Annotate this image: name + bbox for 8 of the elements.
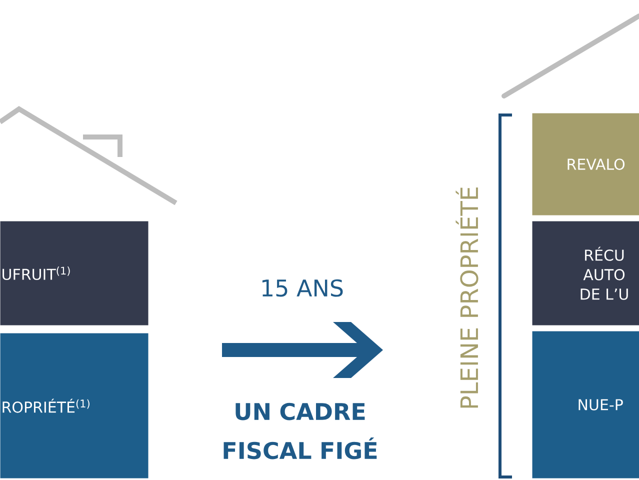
property-block: RÉCU AUTO DE L’U <box>532 221 639 326</box>
property-block: NUE-P <box>532 331 639 478</box>
vertical-label: PLEINE PROPRIÉTÉ <box>456 188 478 408</box>
property-block: REVALO <box>532 113 639 216</box>
caption-text: UN CADRE FISCAL FIGÉ <box>224 402 377 460</box>
property-block: ROPRIÉTÉ$^{(1)}$ <box>0 333 148 478</box>
duration-label: 15 ANS <box>262 279 343 297</box>
property-block: UFRUIT$^{(1)}$ <box>0 221 148 326</box>
